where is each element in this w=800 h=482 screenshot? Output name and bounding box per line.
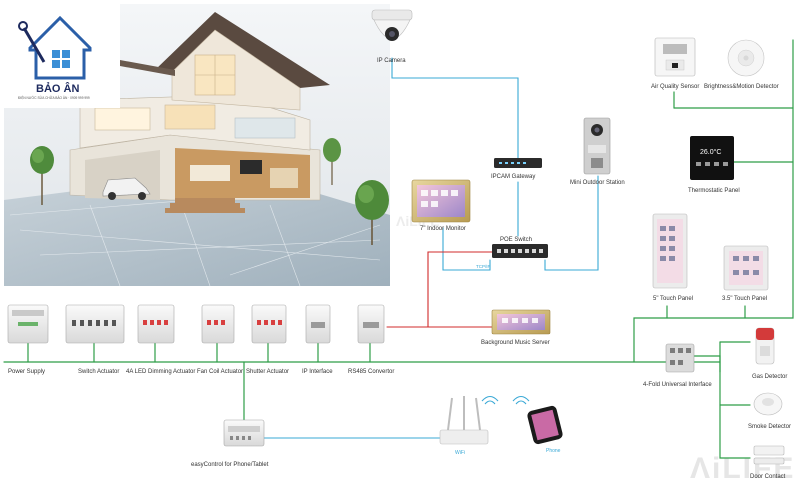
- label-ip-camera: IP Camera: [377, 58, 406, 64]
- background-music-server-icon: [491, 309, 551, 335]
- label-wifi: WiFi: [455, 450, 465, 456]
- wifi-signal-icon: [481, 395, 530, 405]
- tree-left: [30, 146, 54, 205]
- label-poe-switch: POE Switch: [500, 237, 532, 243]
- label-ip-interface: IP Interface: [302, 369, 333, 375]
- label-touch-panel-35: 3.5" Touch Panel: [722, 296, 767, 302]
- module-power-supply: [7, 304, 49, 344]
- ethernet-lines: [261, 57, 599, 439]
- module-ip-interface: [305, 304, 331, 344]
- label-power-supply: Power Supply: [8, 369, 45, 375]
- ipcam-gateway-icon: [494, 158, 542, 168]
- upper-room-balcony: [234, 117, 296, 139]
- label-air-quality-sensor: Air Quality Sensor: [651, 84, 699, 90]
- label-universal-interface: 4-Fold Universal Interface: [643, 382, 712, 388]
- roof-main: [155, 12, 330, 88]
- label-phone: Phone: [546, 448, 561, 454]
- upper-room-window: [94, 107, 151, 131]
- audio-lines: [386, 251, 503, 328]
- house-logo-icon: [28, 15, 92, 80]
- tv-screen: [240, 160, 262, 174]
- tree-middle: [323, 138, 341, 185]
- blueprint-lines: [9, 195, 381, 287]
- connection-lines: [3, 39, 794, 459]
- smoke-detector-icon: [753, 392, 783, 416]
- module-fan-coil-actuator: [201, 304, 235, 344]
- ip-camera-icon: [371, 9, 413, 41]
- label-fan-coil-actuator: Fan Coil Actuator: [197, 369, 243, 375]
- upper-room-bedroom: [164, 104, 216, 130]
- brand-name: BẢO ÂN: [36, 82, 79, 95]
- label-door-contact: Door Contact: [750, 474, 786, 480]
- logo-window-pane: [52, 50, 60, 58]
- label-switch-actuator: Switch Actuator: [78, 369, 119, 375]
- roof-left: [60, 60, 175, 100]
- bus-lines: [3, 39, 794, 459]
- label-touch-panel-5: 5" Touch Panel: [653, 296, 693, 302]
- universal-interface-icon: [665, 343, 695, 373]
- door-contact-icon: [753, 445, 785, 465]
- brand-logo: BẢO ÂN ĐIỆN NƯỚC SỬA CHỮA BẢO ÂN · 0909 …: [4, 4, 120, 108]
- label-brightness-motion-detector: Brightness&Motion Detector: [704, 84, 779, 90]
- label-background-music-server: Background Music Server: [481, 340, 550, 346]
- outdoor-station-icon: [583, 117, 611, 175]
- label-ipcam-gateway: IPCAM Gateway: [491, 174, 535, 180]
- label-smoke-detector: Smoke Detector: [748, 424, 791, 430]
- tree-right: [355, 180, 389, 245]
- label-thermostatic-panel: Thermostatic Panel: [688, 188, 740, 194]
- air-quality-sensor-icon: [654, 37, 696, 77]
- module-switch-actuator: [65, 304, 125, 344]
- poe-switch-icon: [492, 244, 548, 258]
- label-shutter-actuator: Shutter Actuator: [246, 369, 289, 375]
- label-gas-detector: Gas Detector: [752, 374, 787, 380]
- label-easy-control: easyControl for Phone/Tablet: [191, 462, 269, 468]
- wifi-router-icon: [439, 396, 489, 445]
- label-led-dimming-actuator: 4A LED Dimming Actuator: [126, 369, 195, 375]
- entry-stairs: [165, 198, 245, 213]
- module-rs485-convertor: [357, 304, 385, 344]
- label-poe-link: TCP/IP: [476, 264, 491, 269]
- gas-detector-icon: [755, 327, 775, 365]
- car: [102, 177, 151, 200]
- house-illustration: [4, 4, 390, 287]
- touch-panel-35-icon: [723, 245, 769, 291]
- phone-icon: [527, 405, 563, 445]
- sofa: [190, 165, 230, 181]
- wrench-icon: [18, 21, 46, 63]
- indoor-monitor-icon: [411, 179, 471, 223]
- module-shutter-actuator: [251, 304, 287, 344]
- label-indoor-monitor: 7" Indoor Monitor: [420, 226, 466, 232]
- brightness-motion-detector-icon: [727, 39, 765, 77]
- thermostat-readout: 26.0°C: [700, 148, 721, 156]
- cabinet: [270, 168, 298, 188]
- brand-tagline: ĐIỆN NƯỚC SỬA CHỮA BẢO ÂN · 0909 999 999: [18, 95, 90, 100]
- module-led-dimming-actuator: [137, 304, 175, 344]
- easy-control-icon: [223, 419, 265, 447]
- label-rs485-convertor: RS485 Convertor: [348, 369, 394, 375]
- label-mini-outdoor-station: Mini Outdoor Station: [570, 180, 625, 186]
- watermark-logo: ΛiLIFE: [690, 452, 795, 482]
- thermostatic-panel-icon: 26.0°C: [690, 136, 734, 180]
- touch-panel-5-icon: [652, 213, 688, 289]
